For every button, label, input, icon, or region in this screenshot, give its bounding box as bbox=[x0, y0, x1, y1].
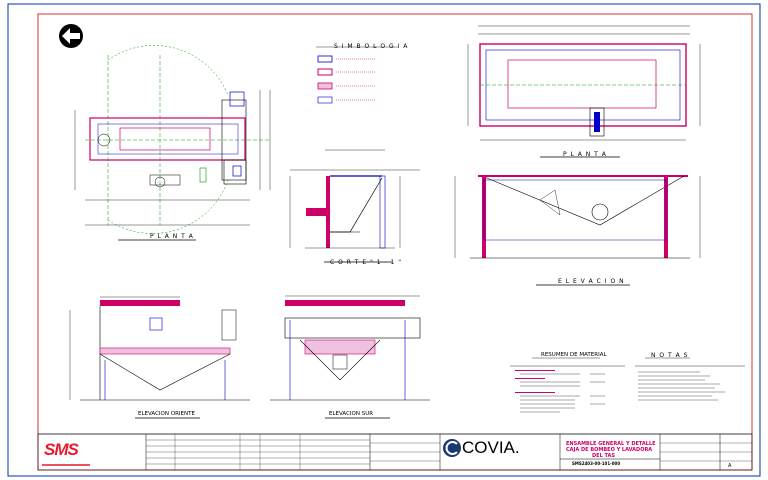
north-arrow-icon bbox=[59, 24, 83, 48]
elevacion-sur-title: ELEVACION SUR bbox=[329, 411, 374, 417]
elevacion-view bbox=[454, 175, 701, 286]
project-title-line3: DEL TAS bbox=[592, 453, 615, 459]
elevacion-oriente-view bbox=[69, 296, 250, 419]
resumen-title: RESUMEN DE MATERIAL bbox=[541, 352, 607, 358]
corte-title: C O R T E " 1 - 1 " bbox=[330, 259, 403, 266]
revision-letter: A bbox=[728, 463, 732, 469]
project-title-line2: CAJA DE BOMBEO Y LAVADORA bbox=[566, 447, 653, 453]
elevacion-title: E L E V A C I O N bbox=[558, 278, 625, 285]
legend-simbologia bbox=[316, 46, 398, 104]
notas-title: N O T A S bbox=[651, 352, 689, 359]
client-name: COVIA. bbox=[462, 438, 520, 457]
elevacion-oriente-title: ELEVACION ORIENTE bbox=[138, 411, 195, 417]
title-block bbox=[37, 433, 753, 471]
planta-right-title: P L A N T A bbox=[563, 151, 607, 158]
drawing-number: SMS2403-00-101-000 bbox=[572, 461, 621, 466]
sms-logo-icon bbox=[42, 438, 90, 466]
planta-view-right bbox=[467, 25, 701, 158]
covia-logo-icon bbox=[443, 439, 461, 457]
project-title-line1: ENSAMBLE GENERAL Y DETALLE bbox=[566, 441, 656, 447]
company-logo-text: SMS bbox=[44, 440, 79, 459]
corte-section-view bbox=[289, 149, 420, 263]
inner-frame bbox=[37, 13, 753, 471]
outer-frame bbox=[7, 3, 761, 477]
planta-left-title: P L A N T A bbox=[150, 233, 194, 240]
elevacion-sur-view bbox=[270, 295, 430, 419]
legend-title: S I M B O L O G I A bbox=[334, 43, 409, 50]
planta-view-left bbox=[74, 45, 271, 241]
notas-block bbox=[635, 357, 745, 401]
resumen-material-block bbox=[510, 357, 625, 413]
